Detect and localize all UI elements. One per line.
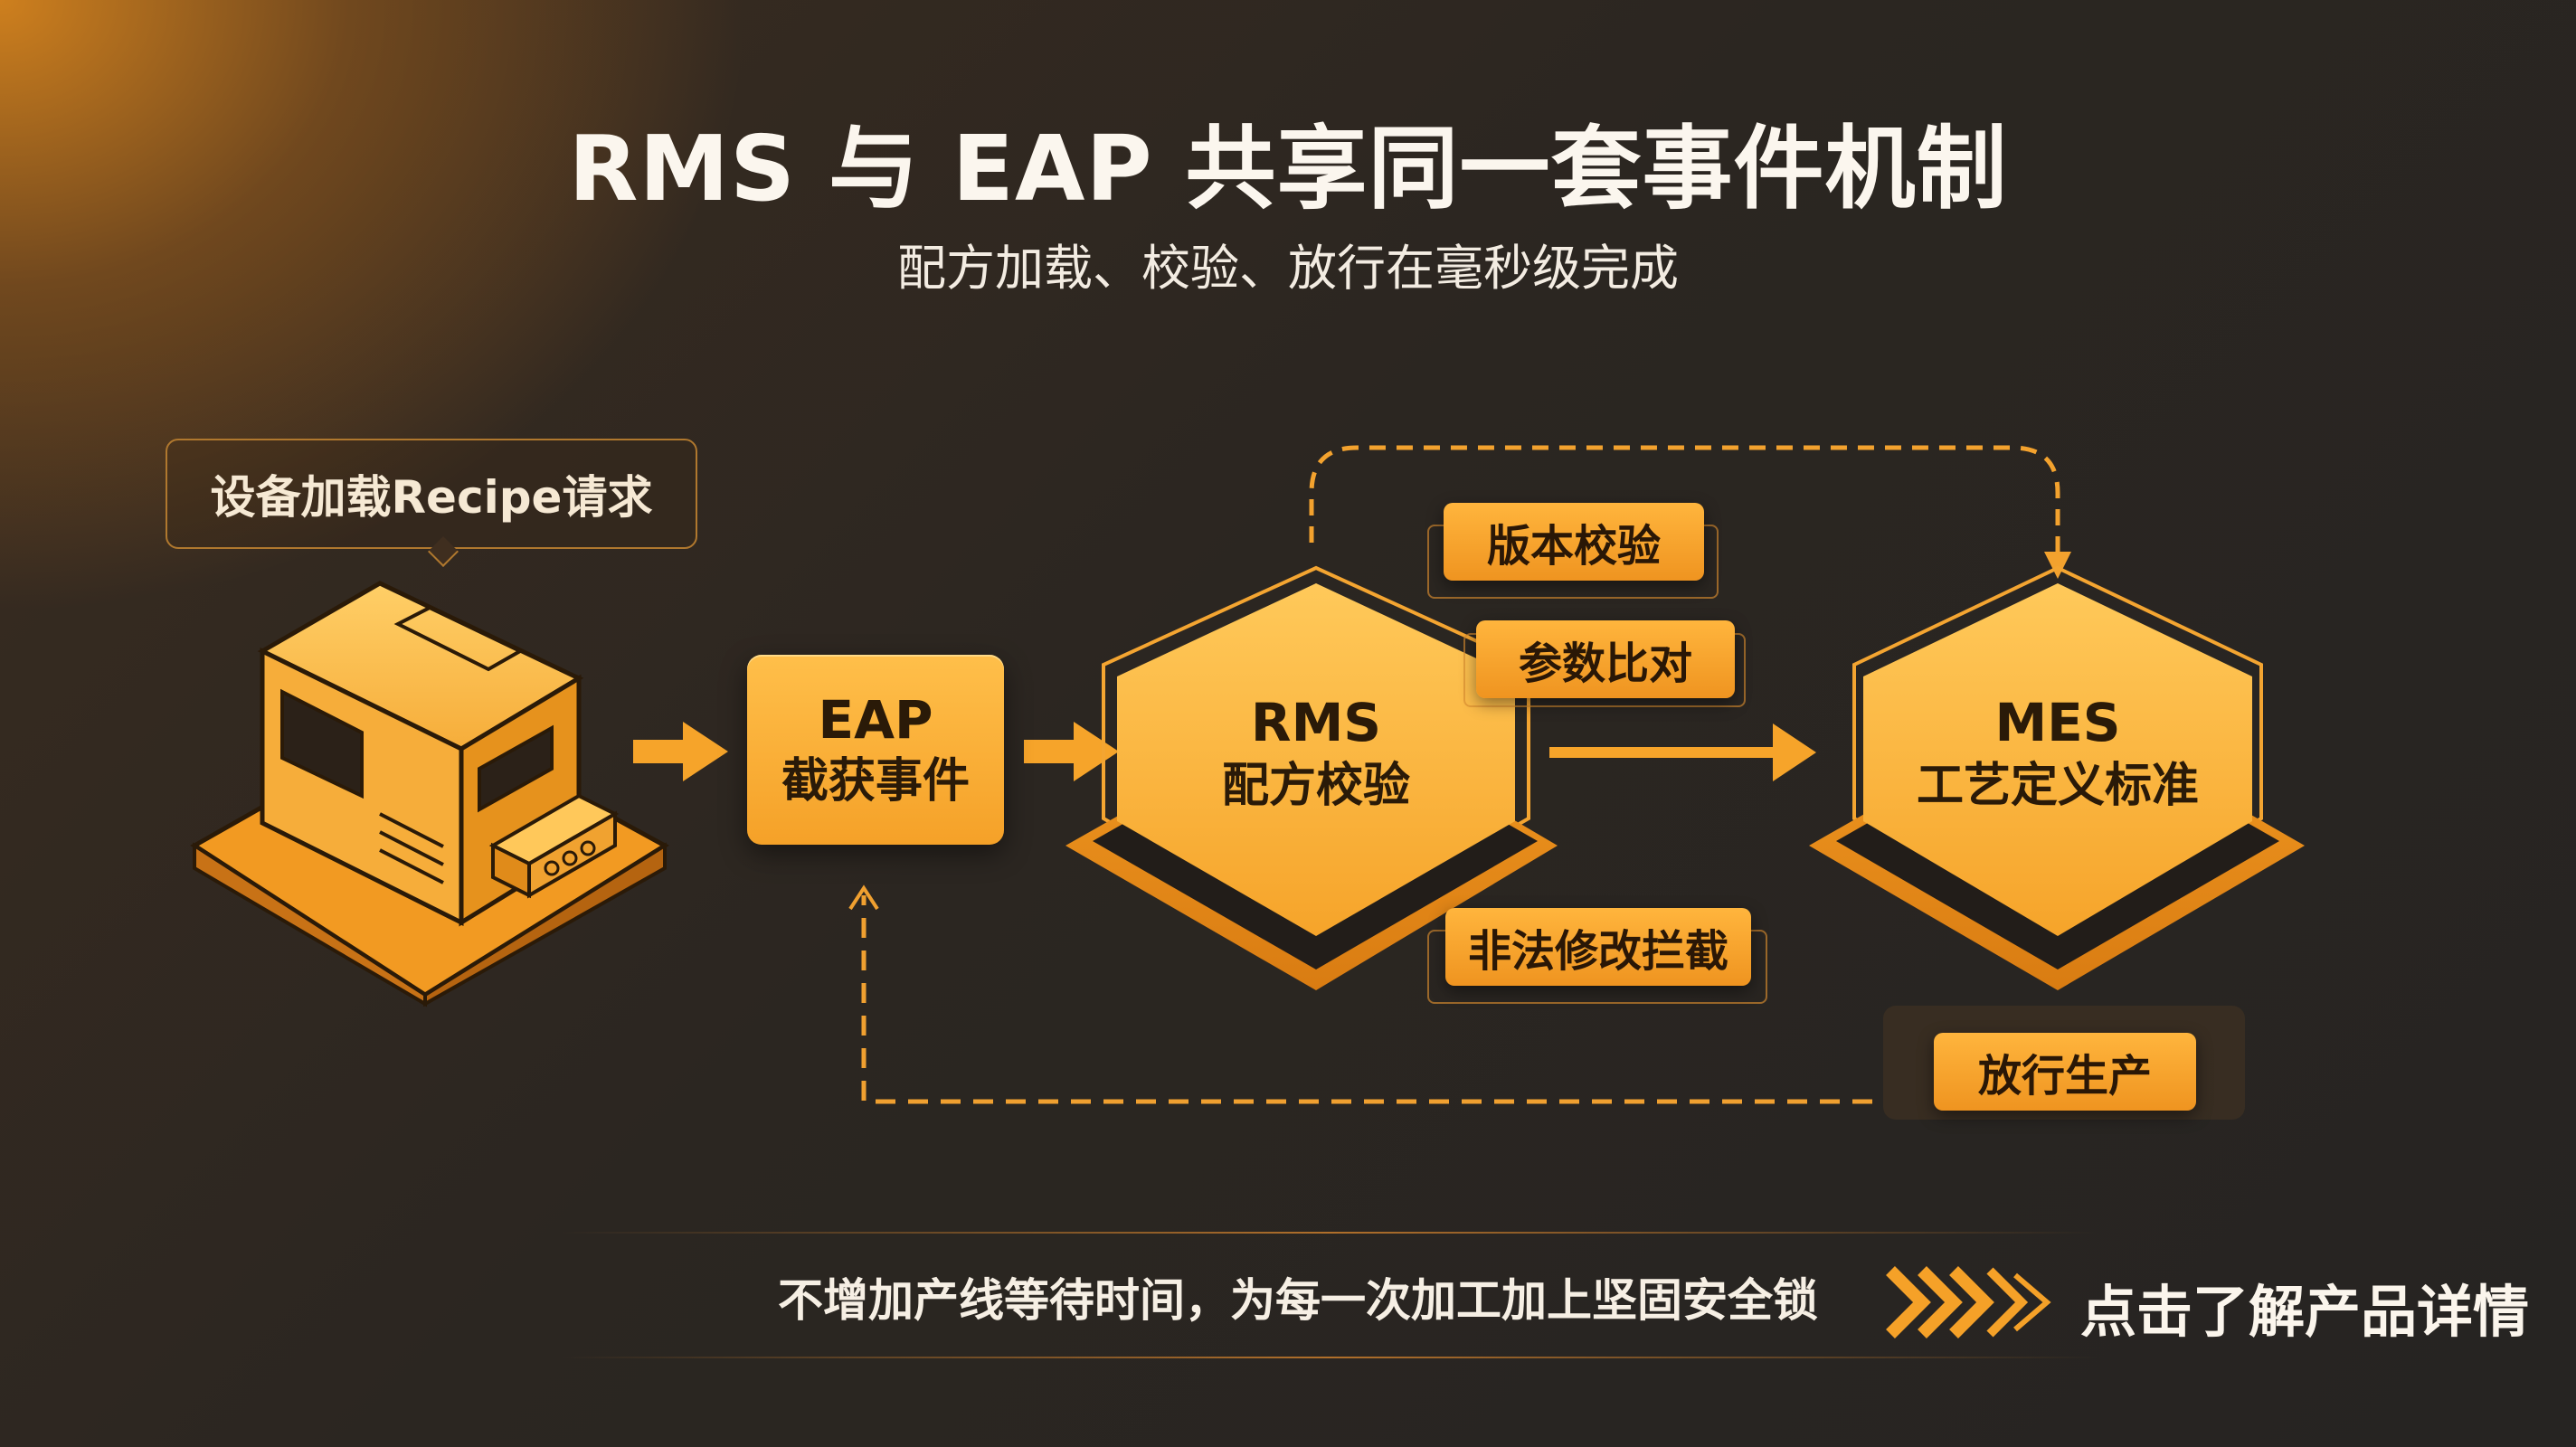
mes-node: MES 工艺定义标准 [1859,676,2257,830]
page-subtitle: 配方加载、校验、放行在毫秒级完成 [897,240,1679,297]
rms-node-label: 配方校验 [1221,759,1410,813]
rms-node: RMS 配方校验 [1135,676,1497,830]
tag-release: 放行生产 [1934,1033,2196,1111]
footer-divider-top [561,1232,2098,1234]
arrowhead-to-eap [848,884,879,911]
arrow-eap-to-rms [1024,722,1119,781]
mes-node-label: 工艺定义标准 [1916,759,2199,813]
footer-tagline: 不增加产线等待时间，为每一次加工加上坚固安全锁 [778,1274,1818,1327]
mes-hexagon [1809,565,2305,990]
tag-version-check: 版本校验 [1444,503,1704,581]
machine-icon [190,581,669,1007]
dashed-connector-bottom [861,895,1872,1104]
rms-node-title: RMS [1250,692,1382,753]
eap-node: EAP 截获事件 [747,655,1004,845]
cta-learn-more-link[interactable]: 点击了解产品详情 [2080,1279,2530,1345]
tag-illegal-block: 非法修改拦截 [1445,908,1751,986]
dashed-connector-top [1309,445,2060,556]
tag-param-compare: 参数比对 [1476,620,1735,698]
eap-node-title: EAP [818,689,933,751]
footer-divider-bottom [561,1357,2098,1358]
page-title: RMS 与 EAP 共享同一套事件机制 [568,116,2008,222]
eap-node-label: 截获事件 [781,754,970,809]
arrow-rms-to-mes [1549,724,1816,781]
recipe-request-callout: 设备加载Recipe请求 [166,439,697,549]
arrowhead-to-mes [2044,552,2071,579]
mes-node-title: MES [1994,692,2121,753]
rms-hexagon [1065,565,1558,990]
arrow-machine-to-eap [633,722,728,781]
chevrons-right-icon [1886,1266,2051,1338]
